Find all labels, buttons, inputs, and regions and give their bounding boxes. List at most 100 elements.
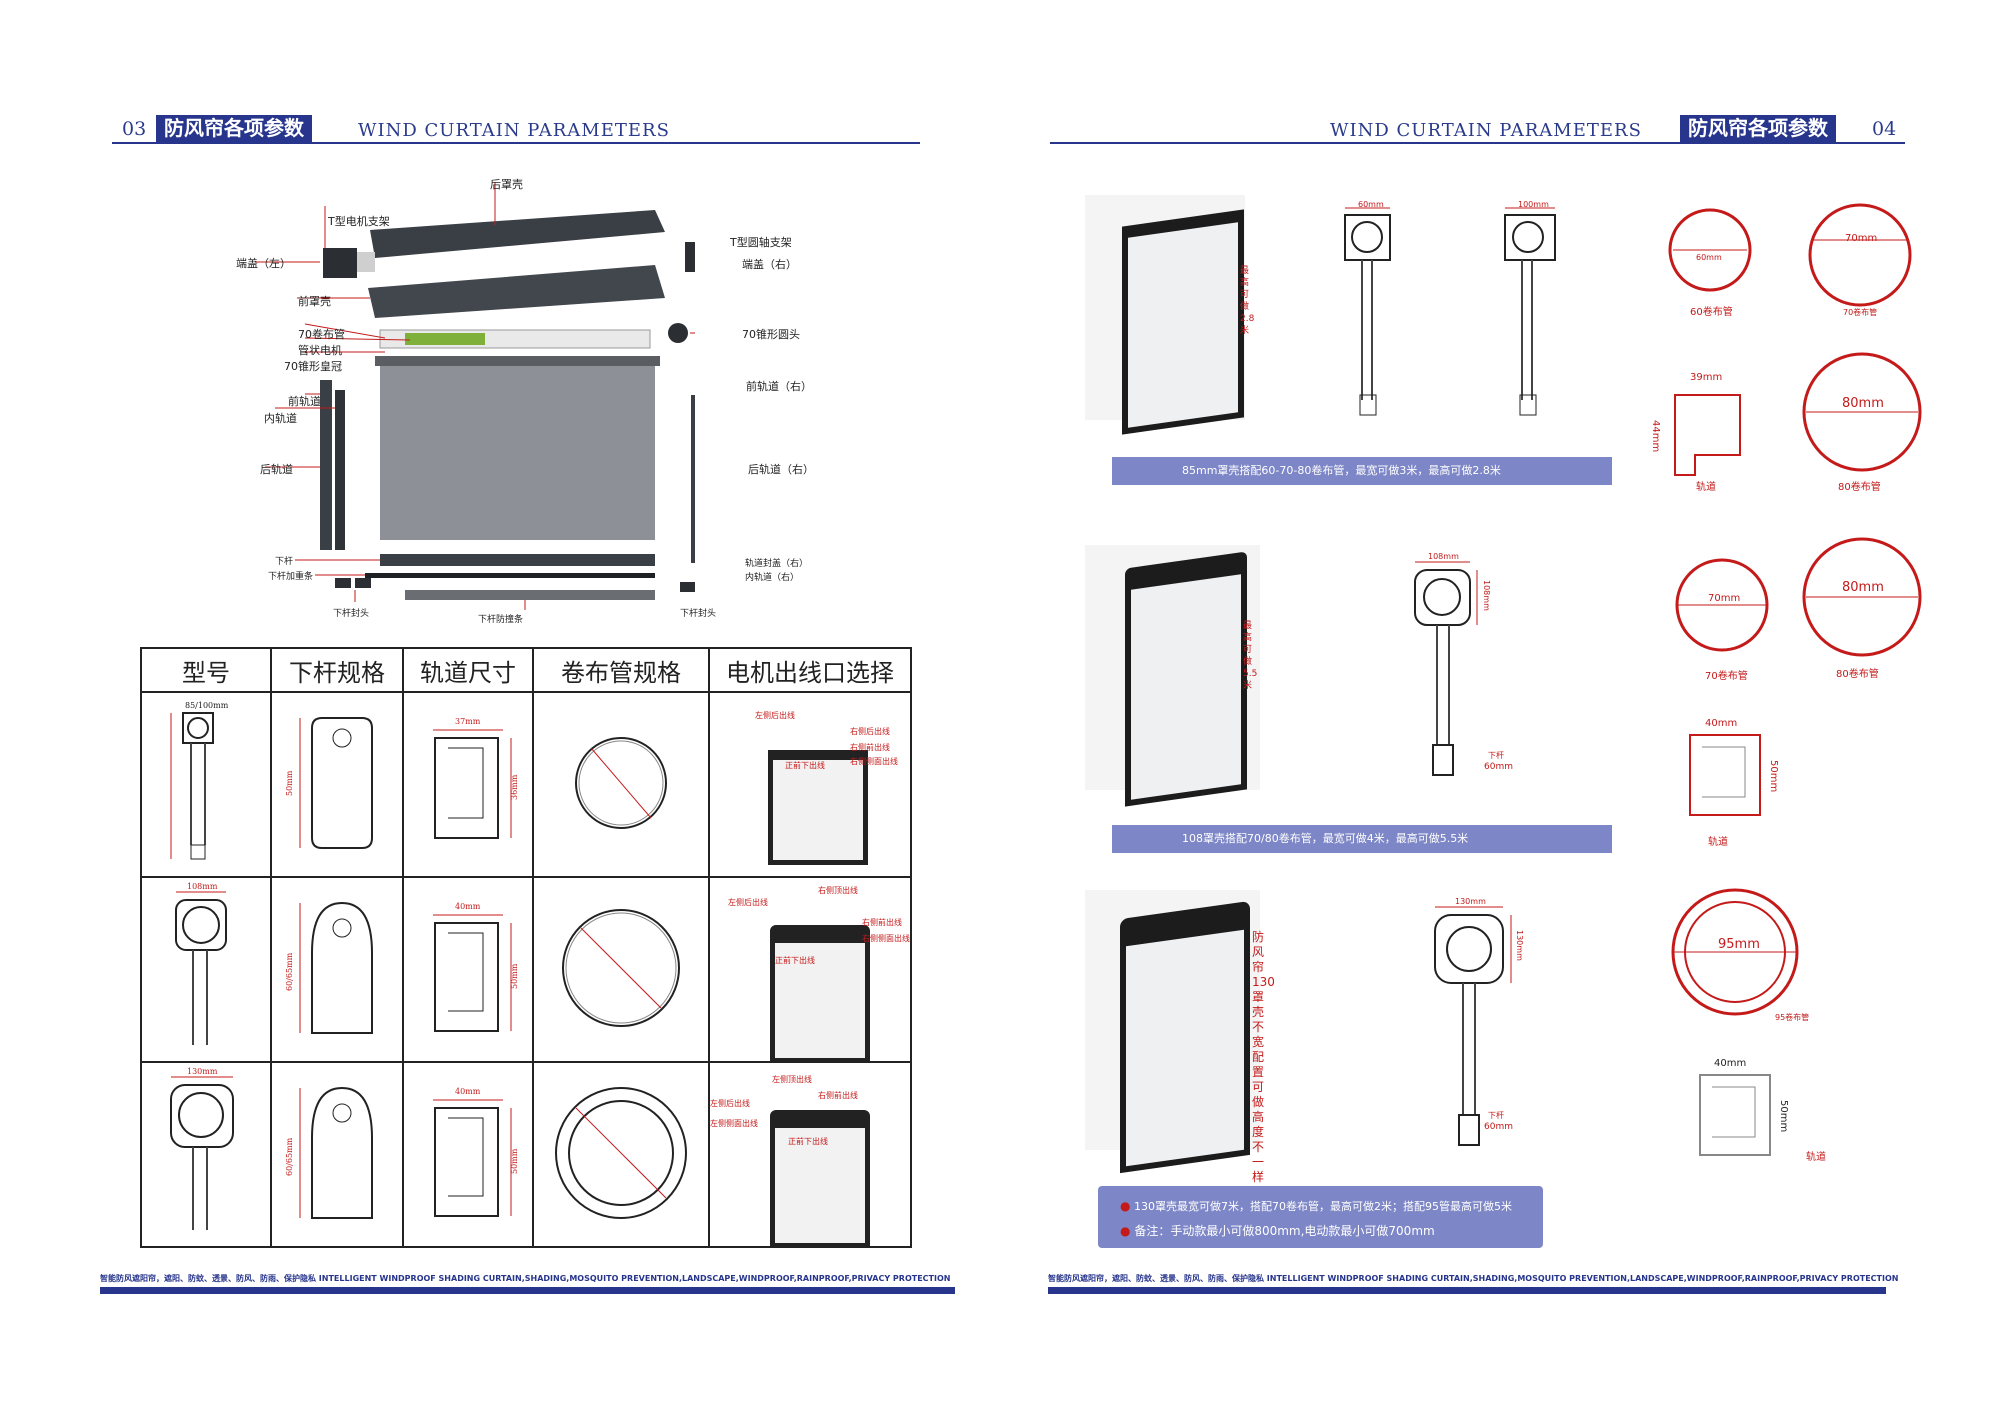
bar-65-drawing: 60/65mm — [285, 1086, 373, 1219]
outlet-3-c: 左侧后出线 — [710, 1098, 750, 1108]
s3-rail-w: 40mm — [1714, 1058, 1747, 1069]
table-row: 85/100mm 50mm 37mm 36mm — [140, 691, 912, 878]
s3-tube-95-caption: 95卷布管 — [1775, 1013, 1810, 1022]
outlet-3-a: 左侧顶出线 — [772, 1074, 812, 1084]
s1-curtain-photo — [1122, 209, 1244, 435]
bottom-cap-right-shape — [680, 582, 695, 592]
outlet-2-a: 左侧后出线 — [728, 897, 768, 907]
cell-rail-37: 37mm 36mm — [402, 691, 534, 878]
right-footer-bar — [1048, 1287, 1886, 1294]
s2-tube-70-caption: 70卷布管 — [1705, 671, 1748, 682]
header-motor-outlet: 电机出线口选择 — [708, 647, 912, 693]
left-title-en: WIND CURTAIN PARAMETERS — [358, 120, 670, 141]
right-header-rule — [1050, 142, 1905, 144]
cell-outlet-3: 左侧顶出线 右侧前出线 左侧后出线 左侧侧面出线 正前下出线 — [708, 1061, 912, 1248]
outlet-3-frame — [770, 1109, 870, 1248]
label-inner-rail-right: 内轨道（右） — [745, 573, 800, 583]
s2-tube-70-drawing — [1675, 558, 1769, 652]
spec-table: 型号 下杆规格 轨道尺寸 卷布管规格 电机出线口选择 85/100mm 50mm — [140, 647, 912, 1248]
s3-rail-caption: 轨道 — [1806, 1152, 1826, 1163]
outlet-2-frame — [770, 924, 870, 1063]
cell-tube-60 — [532, 691, 710, 878]
model-130-dim: 130mm — [187, 1067, 218, 1076]
s1-height-note: 最高可做2.8米 — [1240, 266, 1255, 336]
s2-rail-h: 50mm — [1768, 760, 1779, 793]
outlet-1-b: 右侧后出线 — [850, 726, 890, 736]
model-130-drawing: 130mm — [170, 1067, 234, 1230]
label-bottom-bar: 下杆 — [275, 557, 294, 567]
s2-rail-w: 40mm — [1705, 718, 1738, 729]
s1-tube-80-dim: 80mm — [1842, 396, 1884, 411]
model-85-dim: 85/100mm — [185, 701, 229, 710]
rail-40-drawing: 40mm 50mm — [433, 902, 519, 1032]
outlet-3-b: 右侧前出线 — [818, 1090, 858, 1100]
s2-bottom-dim: 60mm — [1484, 762, 1513, 772]
bar-60-dim: 60/65mm — [285, 952, 294, 991]
label-tubular-motor: 管状电机 — [298, 344, 342, 357]
bar-50-dim: 50mm — [285, 770, 294, 796]
right-footer-cn: 智能防风遮阳帘，遮阳、防蚊、透景、防风、防雨、保护隐私 INTELLIGENT … — [1048, 1273, 1898, 1284]
rail-37-w: 37mm — [455, 717, 481, 726]
label-bottom-bar-seal: 下杆防撞条 — [478, 615, 524, 625]
left-footer-cn: 智能防风遮阳帘，遮阳、防蚊、透景、防风、防雨、保护隐私 INTELLIGENT … — [100, 1273, 950, 1284]
rail-40-w: 40mm — [455, 902, 481, 911]
cell-model-130: 130mm — [140, 1061, 272, 1248]
bottom-bar-shape — [380, 554, 655, 566]
cell-tube-95 — [532, 1061, 710, 1248]
right-page-number: 04 — [1872, 118, 1897, 140]
outlet-3-d: 左侧侧面出线 — [710, 1118, 758, 1128]
s2-tube-80-dim: 80mm — [1842, 580, 1884, 595]
right-footer-cn-text: 智能防风遮阳帘，遮阳、防蚊、透景、防风、防雨、保护隐私 — [1048, 1274, 1264, 1283]
outlet-1-d: 右侧侧面出线 — [850, 756, 898, 766]
left-inner-rail-shape — [335, 390, 345, 550]
left-header-rule — [112, 142, 920, 144]
s3-bottom-dim: 60mm — [1484, 1122, 1513, 1132]
rail-40-h: 50mm — [510, 963, 519, 989]
cell-model-108: 108mm — [140, 876, 272, 1063]
left-footer-en-text: INTELLIGENT WINDPROOF SHADING CURTAIN,SH… — [318, 1274, 951, 1283]
cell-bar-50: 50mm — [270, 691, 404, 878]
right-title-cn: 防风帘各项参数 — [1680, 115, 1836, 142]
s1-rail-h: 44mm — [1650, 420, 1661, 453]
left-front-rail-shape — [320, 380, 332, 550]
s1-tube-60-drawing — [1668, 208, 1752, 292]
outlet-2-b: 右侧顶出线 — [818, 885, 858, 895]
outlet-1-e: 正前下出线 — [785, 760, 825, 770]
s1-dim-b: 100mm — [1518, 200, 1549, 209]
spec-table-header-row: 型号 下杆规格 轨道尺寸 卷布管规格 电机出线口选择 — [140, 647, 912, 693]
bottom-cap-left-shape — [335, 578, 351, 588]
s2-bottom-label: 下杆 — [1488, 751, 1504, 760]
tube-60-drawing — [575, 736, 667, 829]
right-title-en: WIND CURTAIN PARAMETERS — [1330, 120, 1642, 141]
label-t-round-shaft-bracket: T型圆轴支架 — [730, 236, 792, 249]
rail-37-drawing: 37mm 36mm — [433, 717, 519, 839]
rail-40b-drawing: 40mm 50mm — [433, 1087, 519, 1217]
label-front-cover: 前罩壳 — [298, 295, 331, 308]
bar-50-drawing: 50mm — [285, 716, 373, 849]
s1-tube-70-dim: 70mm — [1845, 233, 1878, 244]
s1-note: 85mm罩壳搭配60-70-80卷布管，最宽可做3米，最高可做2.8米 — [1112, 457, 1612, 485]
cell-outlet-1: 左侧后出线 右侧后出线 右侧前出线 右侧侧面出线 正前下出线 — [708, 691, 912, 878]
cell-outlet-2: 左侧后出线 右侧顶出线 右侧前出线 右侧侧面出线 正前下出线 — [708, 876, 912, 1063]
bottom-cap-left2-shape — [355, 578, 371, 588]
s3-bottom-label: 下杆 — [1488, 1111, 1504, 1120]
s2-rail-drawing — [1689, 734, 1761, 816]
left-footer-cn-text: 智能防风遮阳帘，遮阳、防蚊、透景、防风、防雨、保护隐私 — [100, 1274, 316, 1283]
s2-rail-caption: 轨道 — [1708, 837, 1728, 848]
s3-note-2: ● 备注：手动款最小可做800mm,电动款最小可做700mm — [1120, 1224, 1435, 1238]
s2-section-drawing — [1414, 561, 1478, 776]
s3-note-2-text: 备注：手动款最小可做800mm,电动款最小可做700mm — [1134, 1224, 1435, 1238]
right-front-rail-shape — [691, 395, 695, 563]
outlet-1-a: 左侧后出线 — [755, 710, 795, 720]
rear-cover-shape — [370, 210, 665, 258]
cell-rail-40: 40mm 50mm — [402, 876, 534, 1063]
s3-note-1: ● 130罩壳最宽可做7米，搭配70卷布管，最高可做2米；搭配95管最高可做5米 — [1120, 1199, 1512, 1213]
s3-dim-side: 130mm — [1515, 930, 1524, 961]
tube-70-drawing — [562, 908, 680, 1027]
cell-bar-65: 60/65mm — [270, 1061, 404, 1248]
s1-tube-80-drawing — [1802, 352, 1922, 472]
s2-tube-70-dim: 70mm — [1708, 593, 1741, 604]
right-end-cap-shape — [685, 242, 695, 272]
cone-head-shape — [668, 323, 688, 343]
header-tube: 卷布管规格 — [532, 647, 710, 693]
